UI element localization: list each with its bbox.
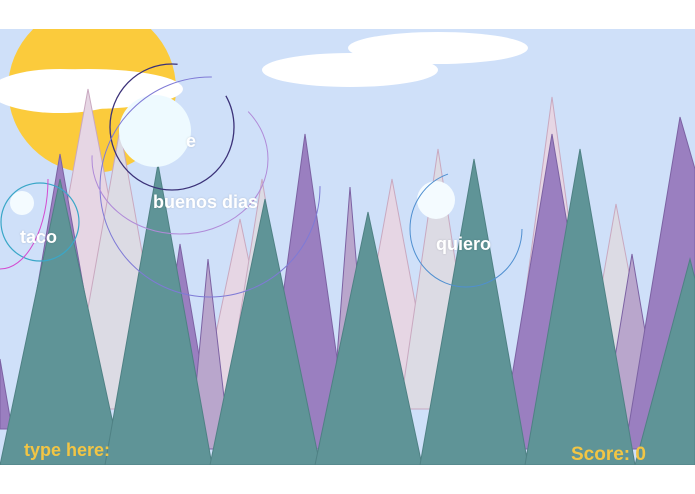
bubble-ring xyxy=(109,63,235,191)
front-trees xyxy=(0,148,695,465)
tree xyxy=(209,198,321,465)
score-display: Score: 0 xyxy=(571,444,646,465)
clouds xyxy=(0,32,528,113)
bubble-ring xyxy=(91,83,269,235)
score-value: 0 xyxy=(635,444,646,465)
bubble-ring xyxy=(99,76,321,298)
word-bubbles xyxy=(0,63,523,298)
typing-input[interactable] xyxy=(122,439,326,463)
tree xyxy=(419,158,529,465)
bubble-ring xyxy=(409,170,523,288)
tree xyxy=(0,358,13,430)
bubble-core xyxy=(119,95,191,167)
tree xyxy=(524,148,636,465)
tree xyxy=(634,257,695,465)
falling-word: quiero xyxy=(436,234,492,254)
score-label: Score: xyxy=(571,444,631,465)
bubble-ring xyxy=(0,182,80,262)
game-canvas[interactable]: e buenos dias taco quiero type here: Sco… xyxy=(0,29,695,465)
bubble-ring xyxy=(0,88,49,270)
scene xyxy=(0,29,695,465)
cloud xyxy=(0,69,130,113)
bubble-core xyxy=(417,181,455,219)
tree xyxy=(314,211,423,465)
falling-word: buenos dias xyxy=(153,192,259,212)
bubble-core xyxy=(10,191,34,215)
falling-word: taco xyxy=(20,227,58,247)
cloud xyxy=(262,53,438,87)
tree xyxy=(0,178,123,465)
tree xyxy=(104,163,213,465)
type-here-label: type here: xyxy=(24,440,111,460)
falling-word: e xyxy=(186,131,197,151)
